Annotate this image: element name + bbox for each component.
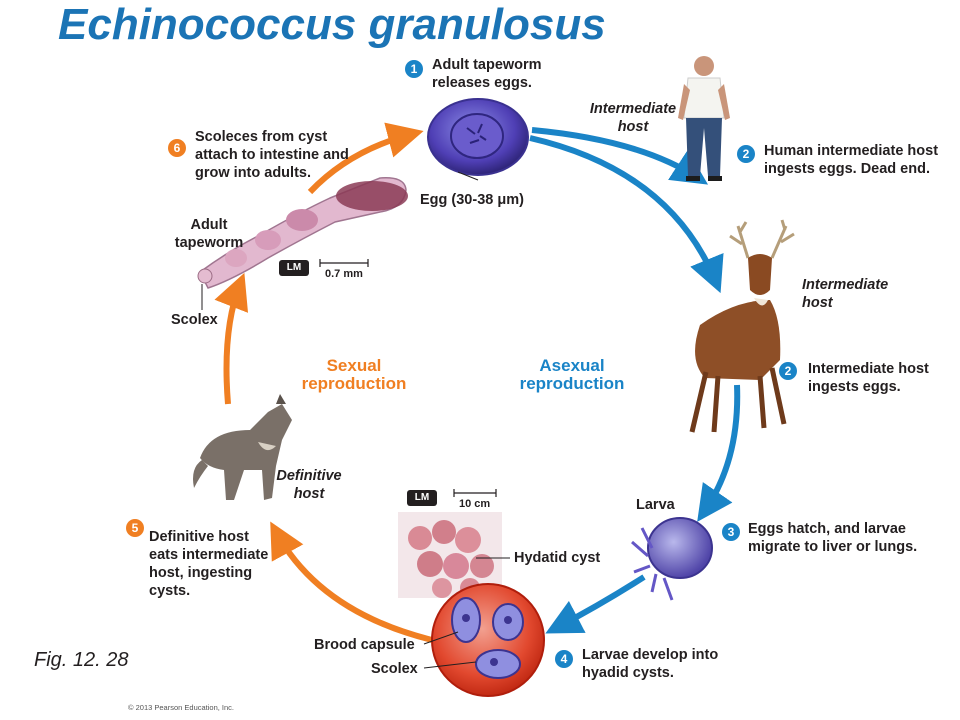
cyst-scale-label: 10 cm	[459, 498, 491, 510]
step-3-text: Eggs hatch, and larvae migrate to liver …	[748, 521, 918, 555]
egg-illustration	[427, 98, 529, 176]
arrow-larva-to-cyst	[545, 574, 646, 634]
step-1-badge: 1	[405, 60, 423, 78]
brood-capsule-label: Brood capsule	[314, 637, 415, 653]
arrow-cyst-to-wolf	[270, 521, 433, 643]
tapeworm-scale-label: 0.7 mm	[325, 268, 363, 280]
hydatid-cyst-label: Hydatid cyst	[514, 550, 601, 566]
scolex-left-label: Scolex	[171, 312, 218, 328]
step-2-deer-badge: 2	[779, 362, 797, 380]
step-2-human-badge: 2	[737, 145, 755, 163]
step-2-deer-text: Intermediate host ingests eggs.	[808, 361, 929, 395]
arrow-wolf-to-tapeworm	[214, 272, 249, 405]
sexual-reproduction-label: Sexual reproduction	[301, 356, 407, 393]
step-5-badge: 5	[126, 519, 144, 537]
intermediate-host-deer-label: Intermediate host	[802, 277, 889, 311]
larva-label: Larva	[636, 497, 675, 513]
step-4-text: Larvae develop into hyadid cysts.	[582, 647, 719, 681]
larva-illustration	[631, 517, 713, 601]
step-5-text: Definitive host eats intermediate host, …	[149, 529, 269, 599]
copyright-notice: © 2013 Pearson Education, Inc.	[128, 703, 235, 712]
cyst-illustration	[431, 583, 545, 697]
arrow-tapeworm-to-egg	[307, 122, 424, 195]
egg-label: Egg (30-38 μm)	[420, 192, 524, 208]
definitive-host-label: Definitive host	[276, 468, 342, 502]
step-6-badge: 6	[168, 139, 186, 157]
page-title: Echinococcus granulosus	[58, 0, 606, 49]
intermediate-host-human-label: Intermediate host	[589, 101, 677, 135]
lm-badge-cyst: LM	[407, 490, 437, 506]
arrow-egg-to-deer	[529, 135, 724, 294]
hydatid-cyst-photo	[398, 512, 502, 598]
step-3-badge: 3	[722, 523, 740, 541]
adult-tapeworm-label: Adult tapeworm	[174, 217, 244, 251]
step-1-text: Adult tapeworm releases eggs.	[432, 57, 542, 91]
step-4-badge: 4	[555, 650, 573, 668]
asexual-reproduction-label: Asexual reproduction	[519, 356, 625, 393]
scolex-bottom-label: Scolex	[371, 661, 418, 677]
arrow-deer-to-larva	[697, 384, 741, 522]
adult-tapeworm-illustration	[197, 177, 408, 310]
wolf-illustration	[193, 394, 292, 500]
lm-badge-tapeworm: LM	[279, 260, 309, 276]
arrow-egg-to-human	[531, 127, 709, 185]
figure-label: Fig. 12. 28	[34, 649, 129, 671]
step-6-text: Scoleces from cyst attach to intestine a…	[195, 129, 349, 181]
deer-illustration	[689, 219, 795, 433]
step-2-human-text: Human intermediate host ingests eggs. De…	[764, 143, 939, 177]
human-illustration	[678, 56, 730, 181]
